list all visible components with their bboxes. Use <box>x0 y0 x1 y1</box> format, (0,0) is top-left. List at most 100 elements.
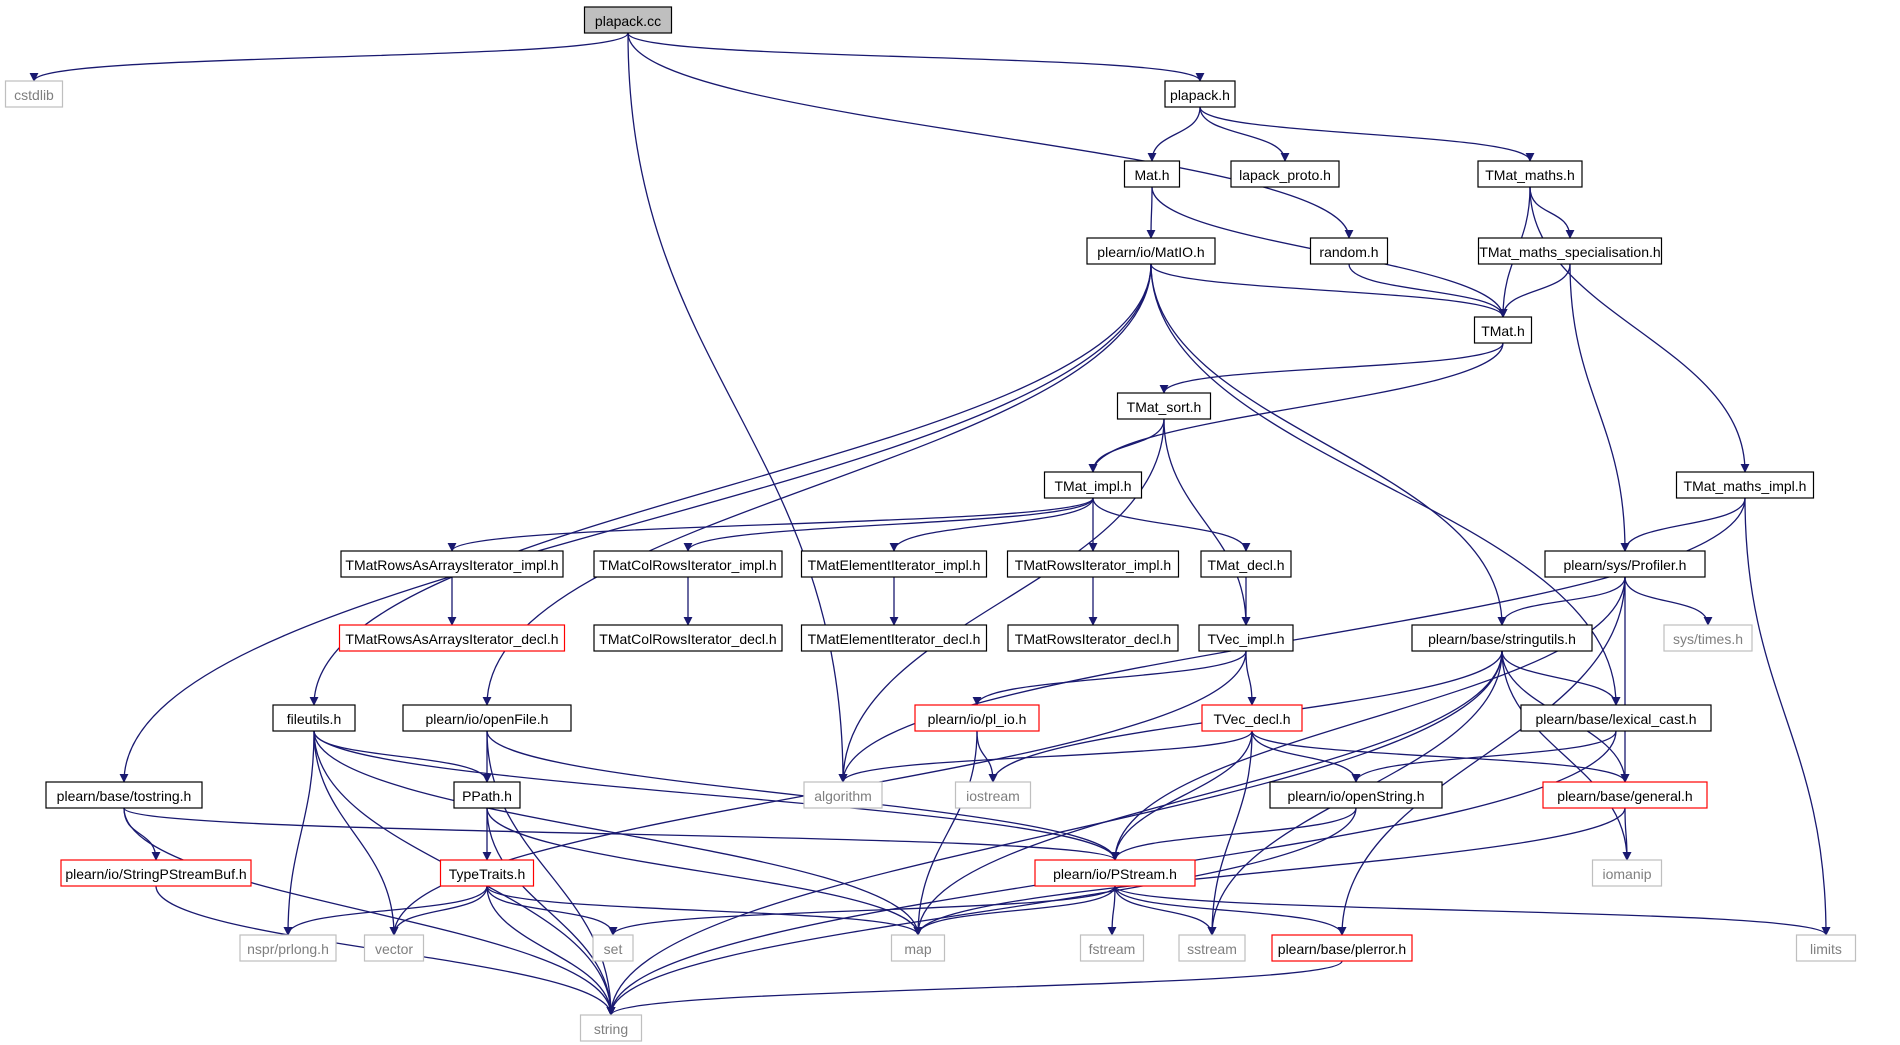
node-label: PPath.h <box>462 788 512 804</box>
node-colrows-decl-h[interactable]: TMatColRowsIterator_decl.h <box>593 624 783 652</box>
edge-tmat_maths_h-to-tmat_maths_impl_h <box>1529 186 1750 473</box>
edge-tmat_h-to-tmat_sort_h <box>1159 342 1504 394</box>
node-tvec-impl-h[interactable]: TVec_impl.h <box>1198 624 1294 652</box>
edge-openfile_h-to-pstream_h <box>486 730 1120 861</box>
node-mat-h[interactable]: Mat.h <box>1123 160 1181 188</box>
edge-matio_h-to-tostring_h <box>119 263 1152 783</box>
node-rows-decl-h[interactable]: TMatRowsIterator_decl.h <box>1007 624 1179 652</box>
edge-tmat_sort_h-to-tmat_impl_h <box>1088 418 1165 473</box>
node-tmat-h[interactable]: TMat.h <box>1473 316 1533 344</box>
edge-pl_io_h-to-map <box>913 730 978 936</box>
node-fileutils-h[interactable]: fileutils.h <box>272 704 356 732</box>
edge-stringutils_h-to-iomanip <box>1501 650 1632 861</box>
node-box <box>1116 392 1212 420</box>
node-label: TMatColRowsIterator_impl.h <box>599 557 776 573</box>
node-rows-arrays-decl-h[interactable]: TMatRowsAsArraysIterator_decl.h <box>338 624 566 652</box>
node-stringutils-h[interactable]: plearn/base/stringutils.h <box>1411 624 1593 652</box>
edge-openstring_h-to-string <box>606 807 1357 1016</box>
node-matio-h[interactable]: plearn/io/MatIO.h <box>1086 237 1216 265</box>
node-label: TMatElementIterator_impl.h <box>808 557 981 573</box>
node-tmat-sort-h[interactable]: TMat_sort.h <box>1116 392 1212 420</box>
dependency-edge <box>486 807 616 1016</box>
edge-plapack_cc-to-algorithm <box>627 32 848 783</box>
node-plapack-h[interactable]: plapack.h <box>1164 80 1236 108</box>
edge-pstream_h-to-fstream <box>1107 885 1117 936</box>
edge-general_h-to-map <box>913 807 1626 936</box>
node-random-h[interactable]: random.h <box>1309 237 1389 265</box>
node-plapack-cc[interactable]: plapack.cc <box>583 6 673 34</box>
dependency-edge <box>606 650 1503 1016</box>
node-openstring-h[interactable]: plearn/io/openString.h <box>1269 781 1443 809</box>
node-pstream-h[interactable]: plearn/io/PStream.h <box>1034 859 1196 887</box>
node-lexical-cast-h[interactable]: plearn/base/lexical_cast.h <box>1520 704 1712 732</box>
node-label: iostream <box>966 788 1020 804</box>
node-label: plearn/io/StringPStreamBuf.h <box>65 866 246 882</box>
node-label: lapack_proto.h <box>1239 167 1331 183</box>
node-ppath-h[interactable]: PPath.h <box>453 781 521 809</box>
node-tmat-maths-impl-h[interactable]: TMat_maths_impl.h <box>1675 471 1815 499</box>
edge-plapack_h-to-lapack_proto_h <box>1199 106 1290 162</box>
dependency-edge <box>1146 186 1156 239</box>
node-stringpstreambuf-h[interactable]: plearn/io/StringPStreamBuf.h <box>60 859 252 887</box>
node-tmat-decl-h[interactable]: TMat_decl.h <box>1200 550 1292 578</box>
dependency-edge <box>1114 885 1217 936</box>
node-label: plearn/io/openString.h <box>1288 788 1425 804</box>
node-typetraits-h[interactable]: TypeTraits.h <box>439 859 535 887</box>
node-box <box>1544 550 1706 578</box>
node-plerror-h[interactable]: plearn/base/plerror.h <box>1271 934 1413 962</box>
dependency-edge <box>1498 263 1571 318</box>
node-box <box>4 80 64 108</box>
dependency-edge <box>313 730 923 936</box>
node-label: sys/times.h <box>1673 631 1743 647</box>
edge-fileutils_h-to-pstream_h <box>313 730 1120 861</box>
node-box <box>954 781 1032 809</box>
dependency-edge <box>1088 418 1165 473</box>
node-lapack-proto-h[interactable]: lapack_proto.h <box>1230 160 1340 188</box>
dependency-edge <box>1624 576 1713 626</box>
dependency-edge <box>313 730 1120 861</box>
node-label: fileutils.h <box>287 711 341 727</box>
node-label: TMat_impl.h <box>1054 478 1131 494</box>
node-element-decl-h[interactable]: TMatElementIterator_decl.h <box>800 624 988 652</box>
dependency-edge <box>1245 650 1257 706</box>
node-openfile-h[interactable]: plearn/io/openFile.h <box>402 704 572 732</box>
node-box <box>1007 624 1179 652</box>
edge-pstream_h-to-plerror_h <box>1114 885 1347 936</box>
node-label: plearn/sys/Profiler.h <box>1564 557 1687 573</box>
node-tmat-maths-spec-h[interactable]: TMat_maths_specialisation.h <box>1477 237 1663 265</box>
dependency-edge <box>627 32 1205 82</box>
edge-pstream_h-to-limits <box>1114 885 1831 936</box>
dependency-edge <box>486 885 618 936</box>
dependency-edge <box>1348 263 1508 318</box>
dependency-edge <box>1114 885 1831 936</box>
node-profiler-h[interactable]: plearn/sys/Profiler.h <box>1544 550 1706 578</box>
edge-plapack_cc-to-plapack_h <box>627 32 1205 82</box>
node-tostring-h[interactable]: plearn/base/tostring.h <box>45 781 203 809</box>
node-box <box>402 704 572 732</box>
node-rows-arrays-impl-h[interactable]: TMatRowsAsArraysIterator_impl.h <box>340 550 564 578</box>
node-general-h[interactable]: plearn/base/general.h <box>1542 781 1708 809</box>
node-rows-impl-h[interactable]: TMatRowsIterator_impl.h <box>1006 550 1180 578</box>
edge-stringutils_h-to-map <box>913 650 1503 936</box>
node-pl-io-h[interactable]: plearn/io/pl_io.h <box>914 704 1040 732</box>
edge-pstream_h-to-sstream <box>1114 885 1217 936</box>
node-label: iomanip <box>1602 866 1651 882</box>
edge-plapack_h-to-mat_h <box>1147 106 1201 162</box>
edge-plerror_h-to-string <box>606 960 1343 1016</box>
node-tvec-decl-h[interactable]: TVec_decl.h <box>1201 704 1303 732</box>
edge-tvec_decl_h-to-pstream_h <box>1110 730 1253 861</box>
edge-lexical_cast_h-to-openstring_h <box>1351 730 1617 783</box>
dependency-edge <box>1351 730 1617 783</box>
edge-plapack_cc-to-cstdlib <box>29 32 629 82</box>
dependency-edge <box>313 730 399 936</box>
dependency-edge <box>283 730 315 936</box>
node-element-impl-h[interactable]: TMatElementIterator_impl.h <box>800 550 988 578</box>
node-colrows-impl-h[interactable]: TMatColRowsIterator_impl.h <box>593 550 783 578</box>
node-iostream: iostream <box>954 781 1032 809</box>
node-label: plearn/base/stringutils.h <box>1428 631 1576 647</box>
node-box <box>1663 624 1753 652</box>
dependency-edge <box>486 885 923 936</box>
node-tmat-impl-h[interactable]: TMat_impl.h <box>1043 471 1143 499</box>
dependency-edge <box>1529 186 1575 239</box>
node-tmat-maths-h[interactable]: TMat_maths.h <box>1477 160 1583 188</box>
